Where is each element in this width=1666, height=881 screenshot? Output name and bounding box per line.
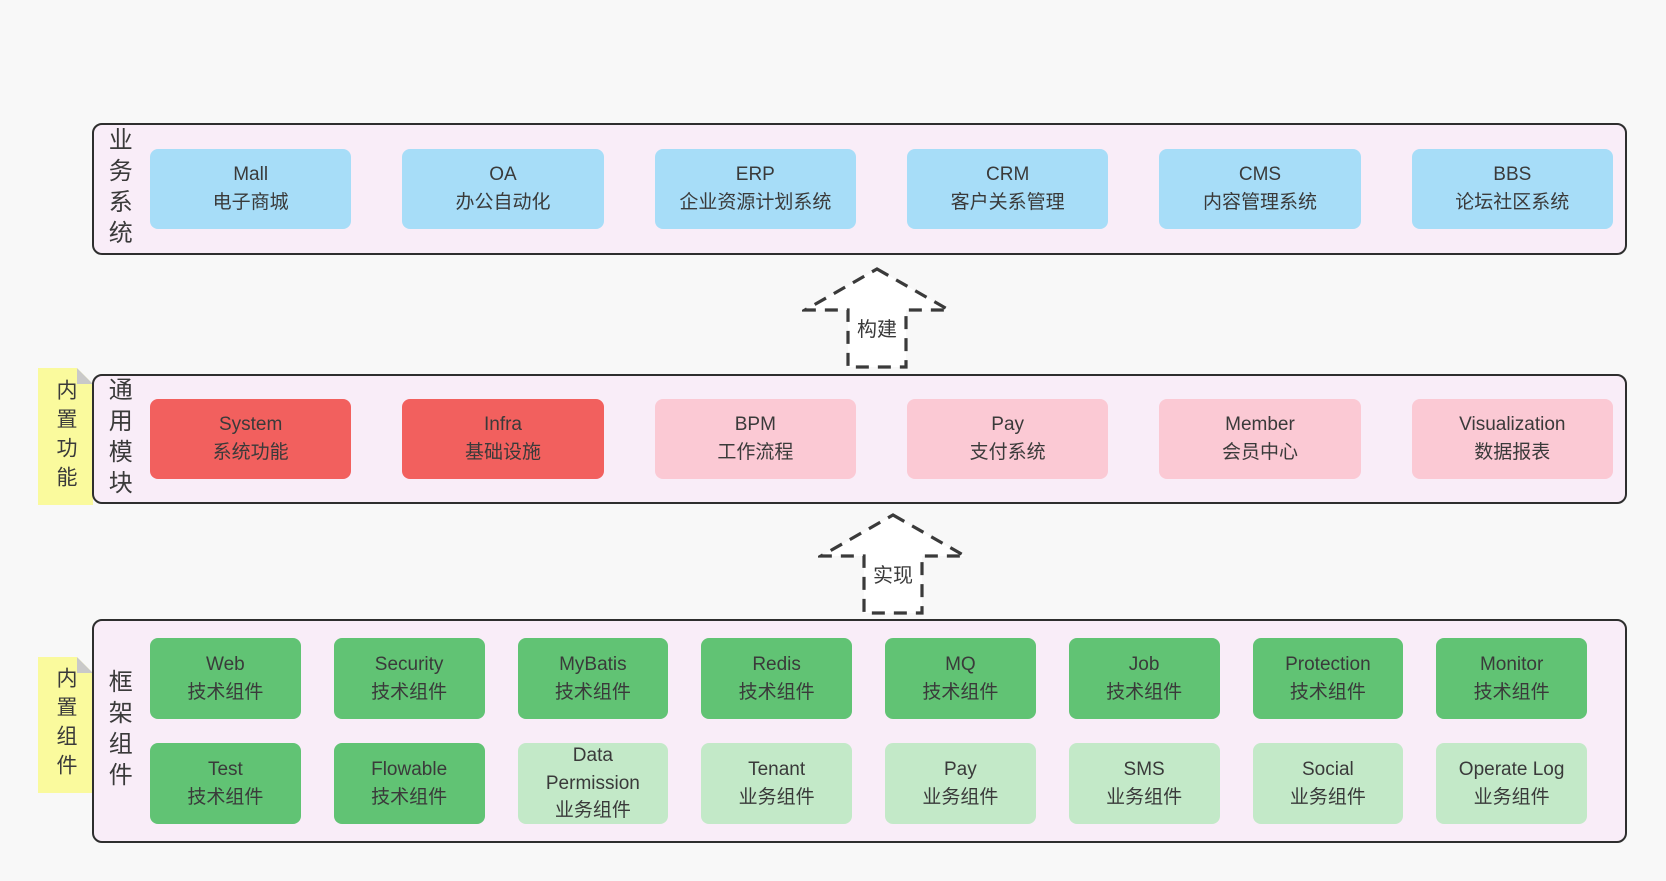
- box-bbs: BBS 论坛社区系统: [1411, 149, 1613, 229]
- box-sms: SMS 业务组件: [1068, 743, 1220, 824]
- layer-label-framework-components: 框架组件: [104, 669, 132, 793]
- arrow-implement: 实现: [818, 512, 968, 616]
- box-pay-biz: Pay 业务组件: [885, 743, 1036, 824]
- sticky-note-builtin-features: 内置功能: [38, 368, 93, 505]
- layer-content: Web 技术组件 Security 技术组件 MyBatis 技术组件 Redi…: [140, 638, 1625, 824]
- box-mall: Mall 电子商城: [150, 149, 352, 229]
- box-mybatis: MyBatis 技术组件: [517, 638, 669, 719]
- box-visualization: Visualization 数据报表: [1411, 399, 1613, 479]
- arrow-build: 构建: [802, 266, 952, 370]
- box-flowable: Flowable 技术组件: [333, 743, 485, 824]
- box-job: Job 技术组件: [1068, 638, 1220, 719]
- sticky-note-label: 内置组件: [54, 667, 77, 783]
- box-infra: Infra 基础设施: [402, 399, 604, 479]
- box-test: Test 技术组件: [150, 743, 301, 824]
- box-pay-module: Pay 支付系统: [906, 399, 1109, 479]
- arrow-label-build: 构建: [854, 312, 900, 343]
- box-web: Web 技术组件: [150, 638, 301, 719]
- box-erp: ERP 企业资源计划系统: [654, 149, 856, 229]
- layer-label-common-modules: 通用模块: [104, 377, 132, 501]
- layer-business-systems: 业务系统 Mall 电子商城 OA 办公自动化 ERP 企业资源计划系统 CRM…: [92, 123, 1627, 255]
- box-social: Social 业务组件: [1252, 743, 1404, 824]
- box-operate-log: Operate Log 业务组件: [1436, 743, 1587, 824]
- layer-common-modules: 通用模块 System 系统功能 Infra 基础设施 BPM 工作流程 Pay…: [92, 374, 1627, 504]
- box-tenant: Tenant 业务组件: [701, 743, 852, 824]
- layer-label-business-systems: 业务系统: [104, 127, 132, 251]
- box-oa: OA 办公自动化: [402, 149, 604, 229]
- layer-content: Mall 电子商城 OA 办公自动化 ERP 企业资源计划系统 CRM 客户关系…: [140, 149, 1625, 229]
- sticky-note-builtin-components: 内置组件: [38, 657, 93, 793]
- layer-content: System 系统功能 Infra 基础设施 BPM 工作流程 Pay 支付系统…: [140, 399, 1625, 479]
- box-crm: CRM 客户关系管理: [906, 149, 1109, 229]
- arrow-label-implement: 实现: [870, 558, 916, 589]
- box-mq: MQ 技术组件: [885, 638, 1036, 719]
- box-cms: CMS 内容管理系统: [1159, 149, 1361, 229]
- component-row-2: Test 技术组件 Flowable 技术组件 Data Permission …: [150, 743, 1587, 824]
- box-member: Member 会员中心: [1159, 399, 1361, 479]
- box-security: Security 技术组件: [333, 638, 485, 719]
- sticky-note-label: 内置功能: [54, 378, 77, 495]
- box-monitor: Monitor 技术组件: [1436, 638, 1587, 719]
- box-bpm: BPM 工作流程: [654, 399, 856, 479]
- box-system: System 系统功能: [150, 399, 352, 479]
- layer-framework-components: 框架组件 Web 技术组件 Security 技术组件 MyBatis 技术组件…: [92, 619, 1627, 843]
- box-protection: Protection 技术组件: [1252, 638, 1404, 719]
- component-row-1: Web 技术组件 Security 技术组件 MyBatis 技术组件 Redi…: [150, 638, 1587, 719]
- box-data-permission: Data Permission 业务组件: [517, 743, 669, 824]
- box-redis: Redis 技术组件: [701, 638, 852, 719]
